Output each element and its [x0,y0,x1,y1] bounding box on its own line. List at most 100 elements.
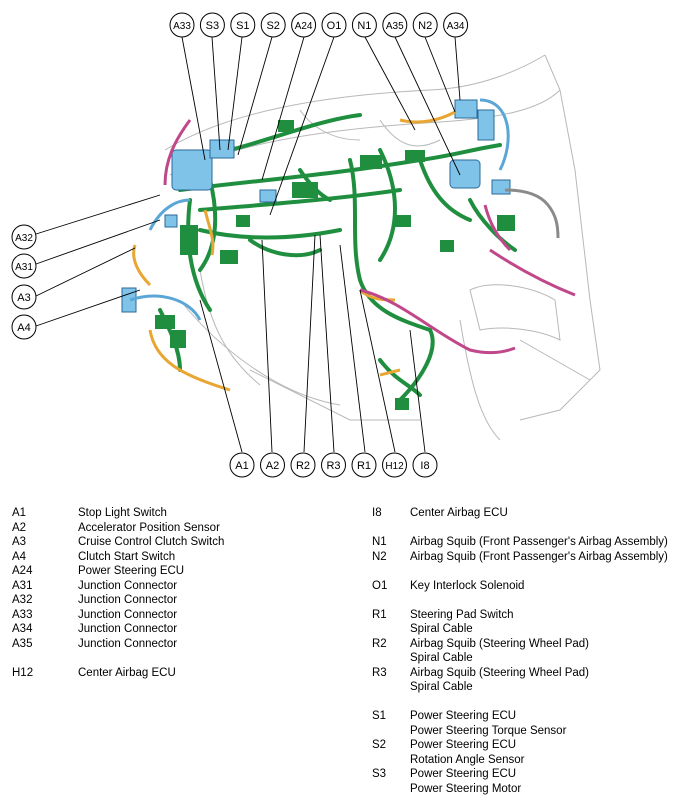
legend-row: S1 Power Steering ECU [372,709,692,724]
callout-label-a31: A31 [15,262,33,273]
legend-code: S2 [372,739,387,751]
legend-code: H12 [12,666,34,679]
legend-code: A33 [12,608,33,621]
legend-description: Center Airbag ECU [78,666,176,679]
legend-row: A3 Cruise Control Clutch Switch [12,535,332,550]
legend-description: Power Steering ECU [78,565,185,577]
callout-circle-h12 [382,452,407,478]
legend-code: A32 [12,594,33,606]
legend-row-continuation: Rotation Angle Sensor [372,753,692,768]
blue-cables [129,98,510,321]
callout-label-r2: R2 [296,460,310,472]
callout-circle-n2 [412,12,438,38]
callout-label-a2: A2 [266,460,279,472]
legend-row: O1 Key Interlock Solenoid [372,579,692,594]
legend-code: S1 [372,710,387,722]
callout-circle-a31 [11,253,37,279]
callout-label-a24: A24 [295,21,313,32]
legend-code: I8 [372,507,382,519]
legend-row: H12 Center Airbag ECU [12,666,332,681]
callout-circle-a1 [229,452,255,478]
callout-circle-a3 [11,284,37,310]
legend-description: Key Interlock Solenoid [410,579,525,592]
legend-description: Stop Light Switch [78,507,167,519]
legend-code: A31 [12,579,33,592]
legend-description: Junction Connector [78,594,178,606]
callout-label-s2: S2 [266,20,279,32]
legend-description-secondary: Power Steering Torque Sensor [410,724,567,737]
callout-circle-r3 [321,452,346,478]
legend-description-secondary: Spiral Cable [410,681,473,693]
legend-description: Center Airbag ECU [410,507,508,519]
callout-circle-n1 [351,12,377,38]
harness-connectors [155,120,515,410]
legend-code: R1 [372,608,387,621]
callout-label-i8: I8 [420,460,429,472]
legend-code: A2 [12,521,27,534]
callout-circle-i8 [412,452,438,478]
callout-label-n1: N1 [357,20,371,32]
legend-code: S3 [372,768,387,780]
legend-description-secondary: Rotation Angle Sensor [410,753,525,766]
legend-description: Airbag Squib (Steering Wheel Pad) [410,637,589,650]
legend-description-secondary: Spiral Cable [410,652,473,664]
callout-circle-s3 [199,12,225,38]
callout-label-o1: O1 [327,20,342,32]
callout-label-s1: S1 [236,20,249,32]
legend-code: A3 [12,536,27,548]
legend-code: N1 [372,536,387,548]
callout-label-r1: R1 [357,460,371,472]
legend-description: Power Steering ECU [410,710,517,722]
legend-code: N2 [372,550,387,563]
callout-circle-r2 [290,452,316,478]
callout-label-a4: A4 [17,322,30,334]
legend-description: Clutch Start Switch [78,550,176,563]
callout-circle-a24 [291,12,317,38]
callout-circle-s1 [230,12,256,38]
legend-row: I8 Center Airbag ECU [372,506,692,521]
legend-description: Steering Pad Switch [410,608,514,621]
legend-description: Junction Connector [78,623,178,635]
callout-label-r3: R3 [326,460,340,472]
orange-cables [132,110,456,392]
callout-label-h12: H12 [385,461,404,472]
callout-label-a32: A32 [15,233,33,244]
callout-circle-a35 [382,12,408,38]
callout-circle-r1 [351,452,377,478]
legend-code: R3 [372,666,387,679]
legend-row-continuation: Spiral Cable [372,622,692,637]
legend-row: A1 Stop Light Switch [12,506,332,521]
legend-description: Accelerator Position Sensor [78,521,220,534]
callout-label-a35: A35 [386,21,404,32]
legend-code: O1 [372,579,388,592]
callout-circle-a4 [11,314,37,340]
legend-description: Cruise Control Clutch Switch [78,536,225,548]
legend-row-continuation: Power Steering Motor [372,782,692,797]
legend-code: A34 [12,623,33,635]
callout-label-s3: S3 [206,20,219,32]
legend-code: A4 [12,550,27,563]
callout-circle-a34 [443,12,469,38]
legend-row-continuation: Spiral Cable [372,680,692,695]
gray-cable [504,188,560,239]
legend-code: A1 [12,507,27,519]
callout-label-a1: A1 [235,460,248,472]
callout-circle-a2 [260,452,285,478]
callout-circle-o1 [321,12,347,38]
legend-description: Airbag Squib (Steering Wheel Pad) [410,666,589,679]
blue-parts [121,99,511,313]
magenta-cables [163,119,576,355]
legend-row: R2 Airbag Squib (Steering Wheel Pad) [372,637,692,652]
callout-circle-a32 [11,224,37,250]
legend-row-continuation: Spiral Cable [372,651,692,666]
callout-label-a33: A33 [173,21,191,32]
callout-label-a3: A3 [17,292,30,304]
legend-code: R2 [372,637,387,650]
